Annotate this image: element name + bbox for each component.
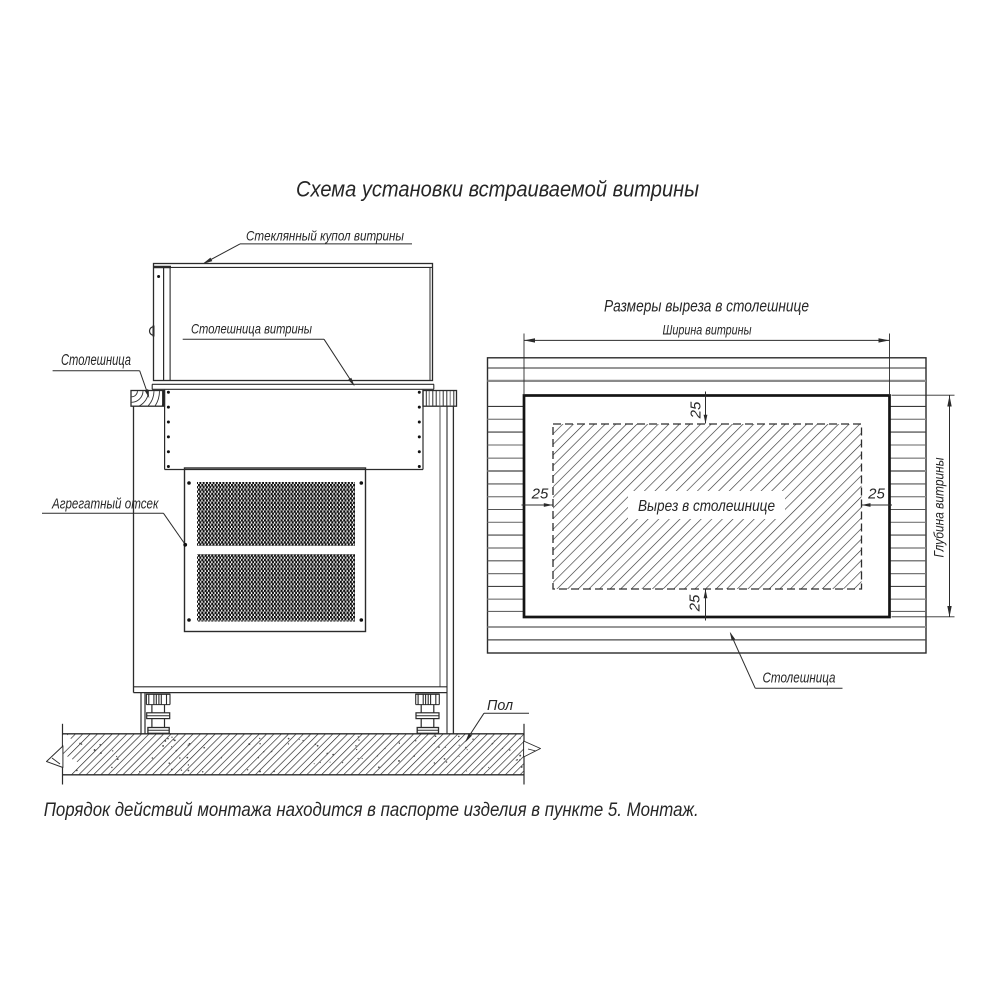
svg-text:Схема установки встраиваемой в: Схема установки встраиваемой витрины bbox=[296, 177, 699, 202]
svg-text:Стеклянный купол витрины: Стеклянный купол витрины bbox=[246, 227, 405, 243]
svg-text:25: 25 bbox=[688, 401, 705, 419]
svg-text:Размеры выреза в столешнице: Размеры выреза в столешнице bbox=[604, 298, 809, 316]
svg-text:Вырез в столешнице: Вырез в столешнице bbox=[638, 498, 775, 515]
svg-text:25: 25 bbox=[531, 486, 549, 503]
svg-text:Столешница витрины: Столешница витрины bbox=[191, 321, 313, 337]
svg-text:Агрегатный отсек: Агрегатный отсек bbox=[51, 496, 159, 512]
svg-text:Столешница: Столешница bbox=[763, 670, 836, 686]
svg-text:25: 25 bbox=[687, 594, 704, 612]
svg-text:Глубина витрины: Глубина витрины bbox=[931, 457, 947, 558]
svg-text:25: 25 bbox=[867, 486, 885, 503]
svg-text:Порядок действий монтажа наход: Порядок действий монтажа находится в пас… bbox=[44, 799, 699, 821]
svg-text:Пол: Пол bbox=[487, 698, 513, 714]
svg-text:Ширина витрины: Ширина витрины bbox=[663, 321, 753, 337]
svg-text:Столешница: Столешница bbox=[61, 352, 131, 369]
